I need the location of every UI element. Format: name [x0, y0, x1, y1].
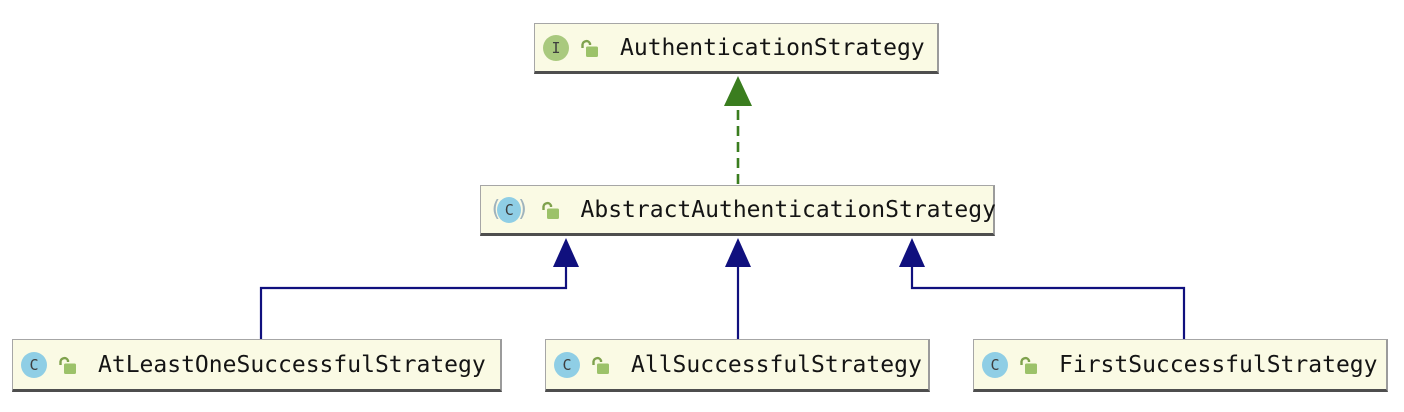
- edge-generalization-atleastone-to-abstract[interactable]: [259, 238, 579, 339]
- abstract-paren-right: ): [516, 196, 530, 222]
- generalization-arrowhead-icon: [725, 238, 751, 267]
- class-icon: C: [982, 351, 1008, 378]
- class-icon: C: [554, 351, 580, 378]
- node-label: FirstSuccessfulStrategy: [1059, 351, 1378, 378]
- node-label: AuthenticationStrategy: [620, 34, 925, 61]
- class-node-authentication-strategy[interactable]: I AuthenticationStrategy: [534, 23, 939, 74]
- edge-realization-abstract-to-interface[interactable]: [724, 76, 752, 184]
- generalization-arrowhead-icon: [553, 238, 579, 267]
- interface-icon-letter: I: [551, 38, 561, 57]
- realization-arrowhead-icon: [724, 76, 752, 106]
- abstract-class-icon-circle: C: [497, 196, 522, 223]
- unlocked-lock-icon: [539, 199, 561, 221]
- class-node-at-least-one-successful-strategy[interactable]: C AtLeastOneSuccessfulStrategy: [12, 339, 502, 392]
- class-node-abstract-authentication-strategy[interactable]: ( C ) AbstractAuthenticationStrategy: [480, 185, 996, 236]
- class-node-all-successful-strategy[interactable]: C AllSuccessfulStrategy: [545, 339, 930, 392]
- unlocked-lock-icon: [578, 37, 600, 59]
- node-label: AtLeastOneSuccessfulStrategy: [98, 351, 486, 378]
- class-icon-letter: C: [29, 355, 39, 374]
- abstract-class-icon: ( C ): [489, 196, 530, 223]
- unlocked-lock-icon: [56, 354, 78, 376]
- edge-generalization-allsuccessful-to-abstract[interactable]: [725, 238, 751, 339]
- edge-generalization-firstsuccessful-to-abstract[interactable]: [899, 238, 1186, 339]
- unlocked-lock-icon: [589, 354, 611, 376]
- class-icon: C: [21, 351, 47, 378]
- class-node-first-successful-strategy[interactable]: C FirstSuccessfulStrategy: [973, 339, 1388, 392]
- generalization-arrowhead-icon: [899, 238, 925, 267]
- class-icon-letter: C: [562, 355, 572, 374]
- node-label: AllSuccessfulStrategy: [631, 351, 922, 378]
- node-label: AbstractAuthenticationStrategy: [580, 196, 996, 223]
- class-icon-letter: C: [990, 355, 1000, 374]
- class-icon-letter: C: [504, 200, 514, 219]
- unlocked-lock-icon: [1017, 354, 1039, 376]
- interface-icon: I: [543, 34, 569, 61]
